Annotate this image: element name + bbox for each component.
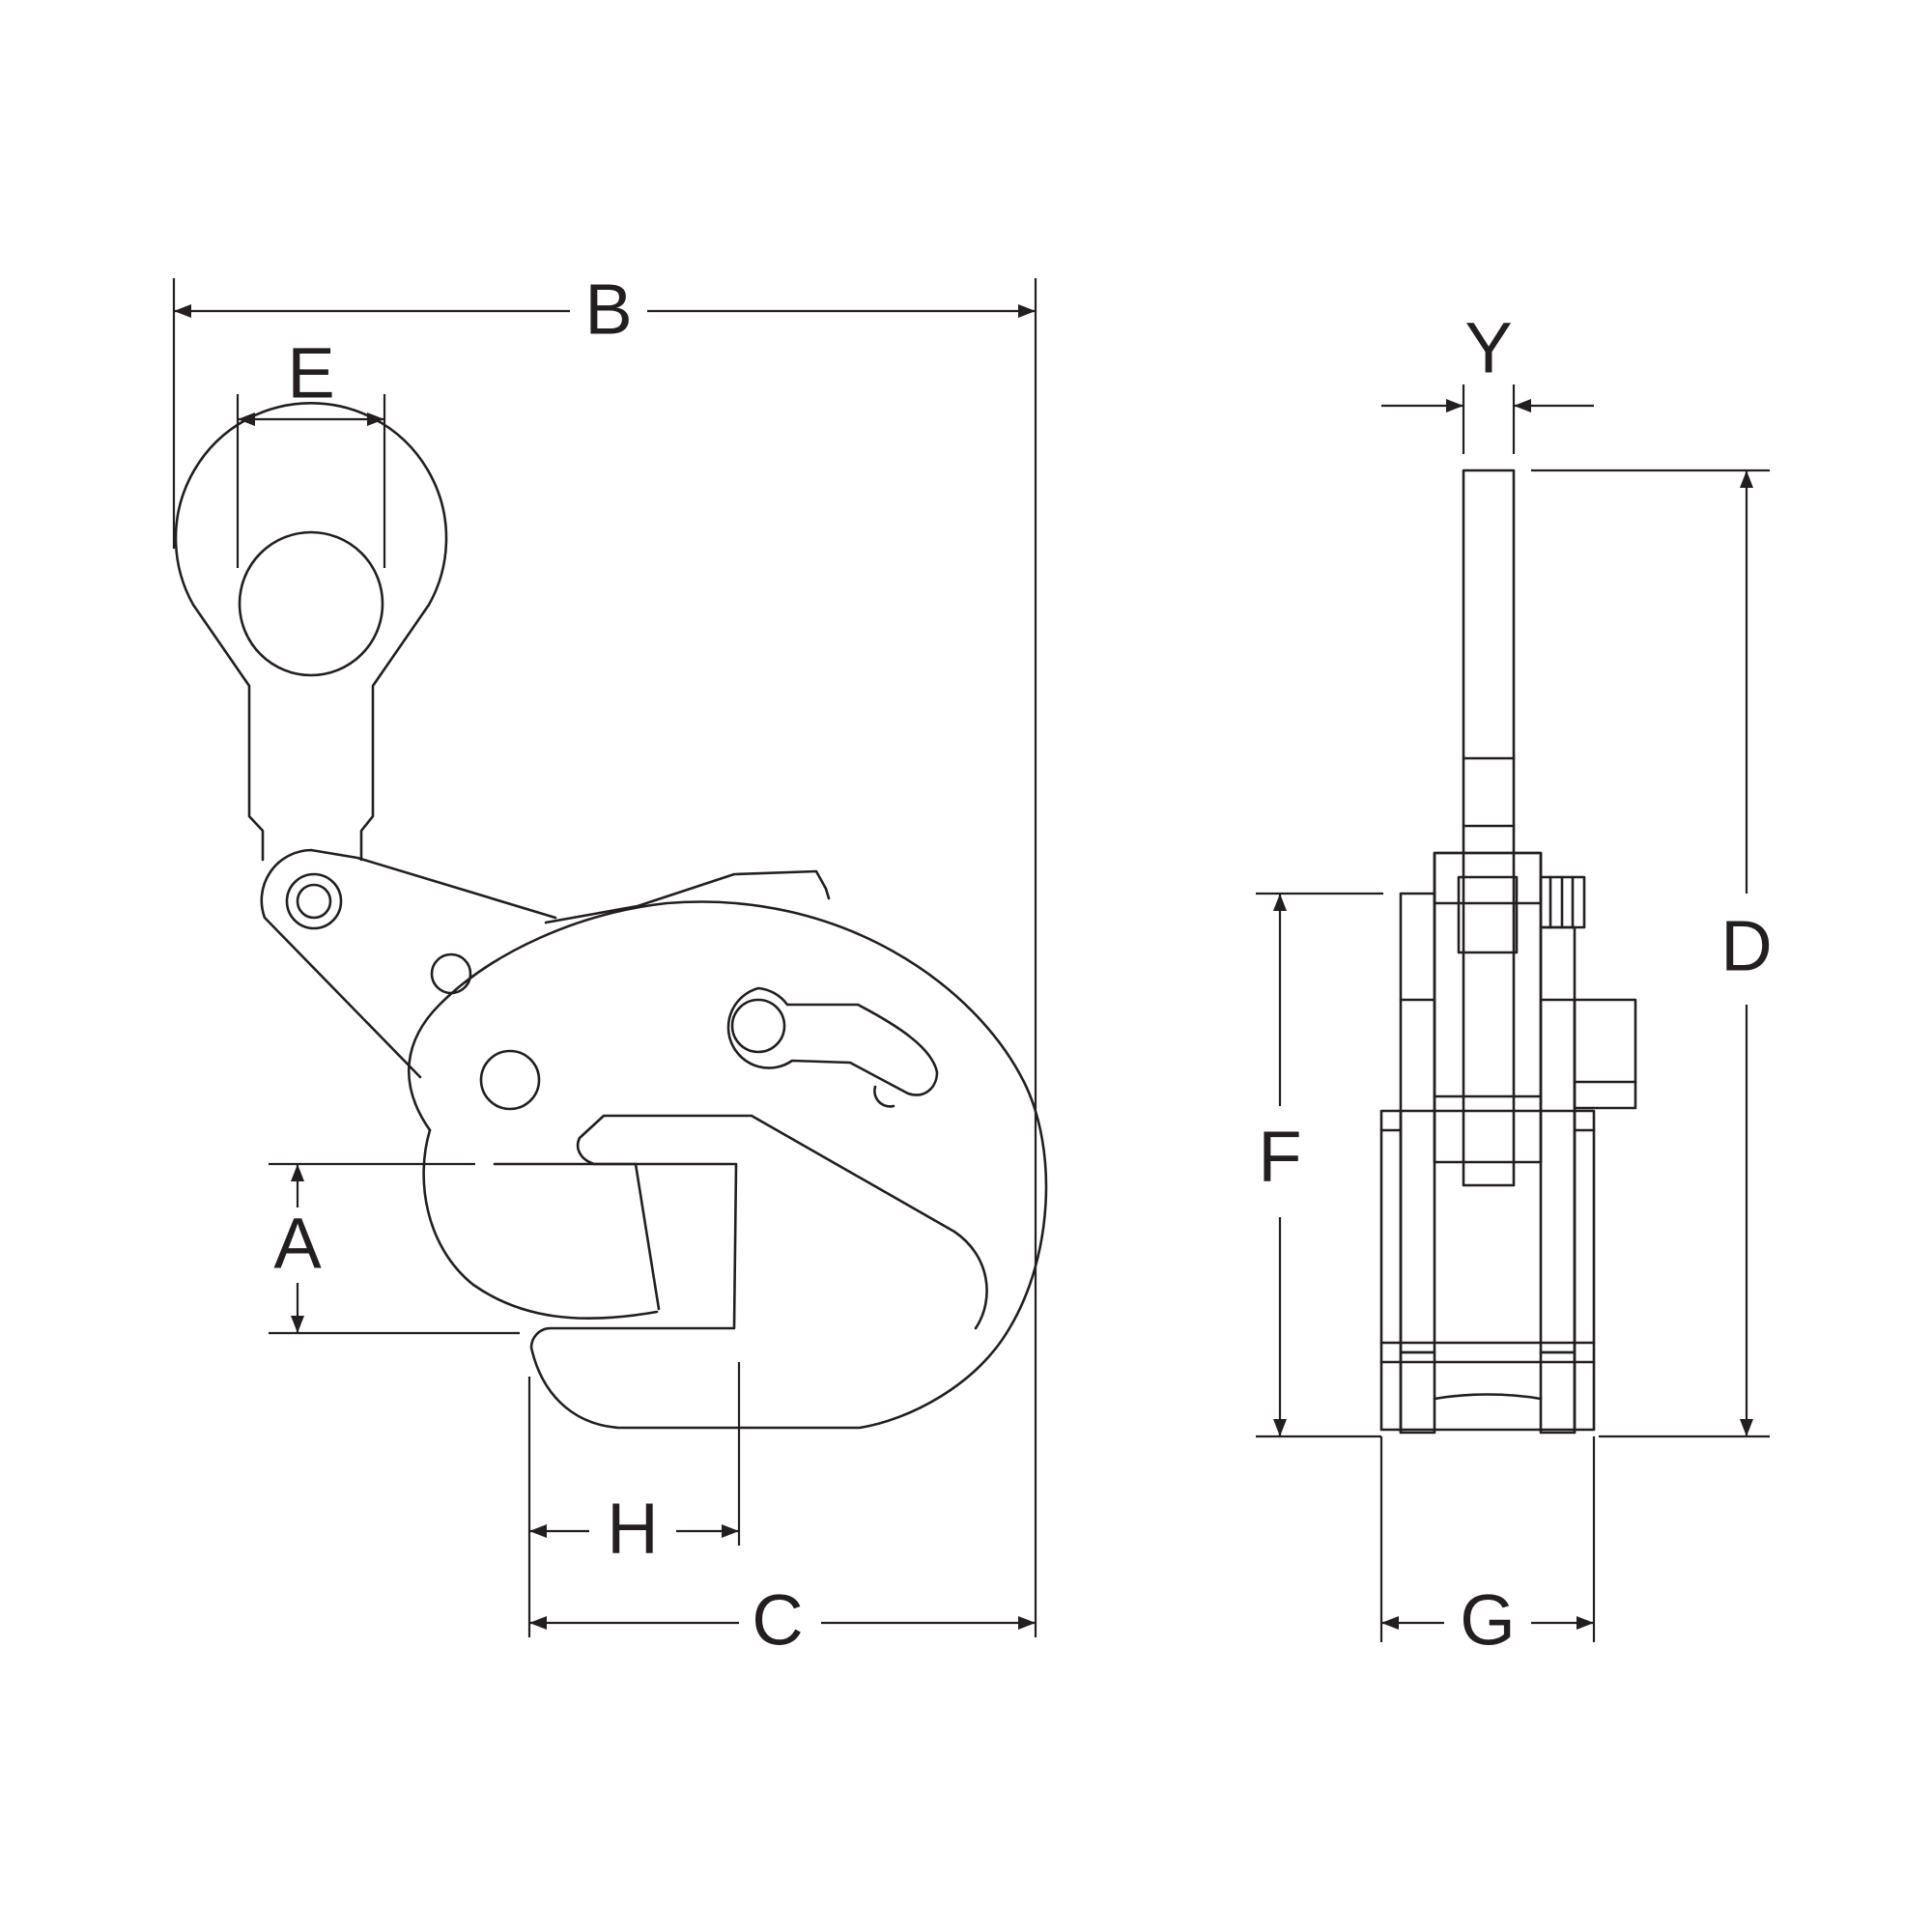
label-g: G [1460,1580,1516,1661]
dimension-lines [172,278,1770,1642]
side-view [1379,469,1637,1435]
right-plate [1539,925,1577,1354]
label-e: E [287,333,334,413]
label-y: Y [1464,308,1512,388]
label-f: F [1258,1117,1301,1197]
clamp-body [408,900,1048,1430]
link-arm [260,848,831,1079]
eye-plate [1462,469,1516,1187]
left-plate [1399,892,1436,1354]
dimension-labels: B E A H C Y D F G [273,270,1772,1661]
label-c: C [752,1580,803,1661]
link-pin-inner [296,883,332,920]
front-view [174,402,1048,1430]
label-b: B [584,270,632,350]
label-a: A [273,1204,322,1284]
label-h: H [607,1489,658,1569]
jaw-frame [1379,1109,1596,1432]
lifting-eye [174,402,448,862]
pin-nut [1457,875,1519,954]
body-hole [479,1049,541,1111]
cam-pin-inner [730,998,786,1054]
link-rivet [430,952,472,995]
side-frame [1433,851,1543,1164]
handle-block [1573,998,1637,1110]
link-pin-outer [285,872,343,930]
eye-hole [238,530,384,677]
label-d: D [1720,906,1772,986]
